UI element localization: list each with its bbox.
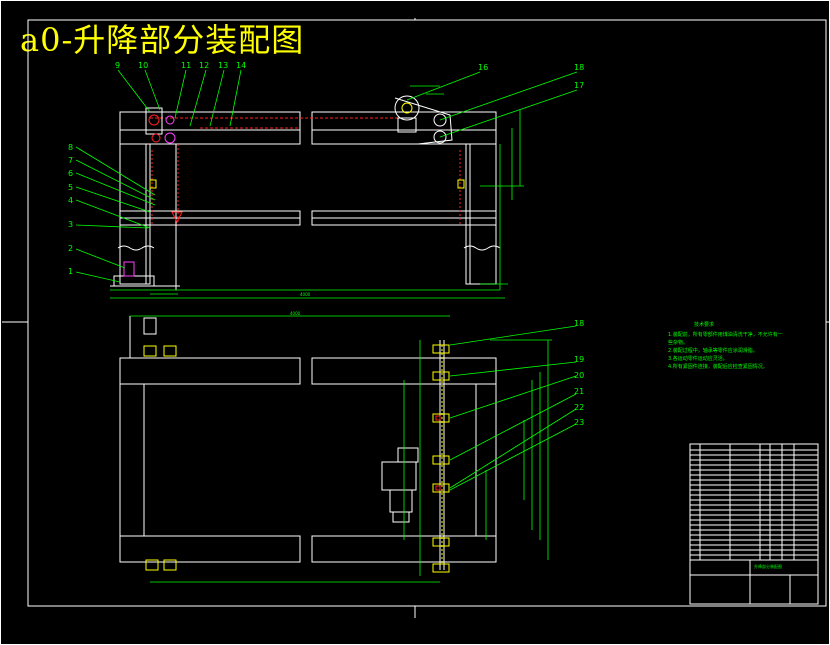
title-block-name: 升降部分装配图 bbox=[754, 563, 782, 569]
svg-text:4000: 4000 bbox=[300, 292, 311, 297]
part-labels: 8 7 6 5 4 3 2 1 9 10 11 12 13 14 16 18 1… bbox=[68, 61, 584, 427]
part-label: 4 bbox=[68, 196, 73, 205]
part-label: 10 bbox=[138, 61, 148, 70]
part-label: 18 bbox=[574, 63, 584, 72]
front-view: 4000 bbox=[110, 85, 524, 299]
part-label: 2 bbox=[68, 244, 73, 253]
note-line: 3.各运动零件运动应灵活。 bbox=[668, 355, 728, 362]
part-label: 11 bbox=[181, 61, 191, 70]
inner-border bbox=[27, 19, 827, 607]
part-label: 14 bbox=[236, 61, 246, 70]
part-label: 7 bbox=[68, 156, 73, 165]
part-label: 21 bbox=[574, 387, 584, 396]
svg-text:4000: 4000 bbox=[290, 311, 301, 316]
drawing-title: a0-升降部分装配图 bbox=[20, 21, 305, 59]
leaders-front bbox=[75, 69, 578, 283]
technical-notes: 技术要求 1.装配前，所有零部件用煤油清洗干净，不允许有一 些杂物。 2.装配过… bbox=[668, 321, 783, 370]
part-label: 17 bbox=[574, 81, 584, 90]
note-line: 2.装配过程中，轴承等零件应涂润滑脂。 bbox=[668, 347, 758, 354]
note-line: 1.装配前，所有零部件用煤油清洗干净，不允许有一 bbox=[668, 331, 783, 338]
part-label: 13 bbox=[218, 61, 228, 70]
plan-view: 4000 bbox=[119, 311, 552, 583]
part-label: 20 bbox=[574, 371, 584, 380]
part-label: 18 bbox=[574, 319, 584, 328]
part-label: 19 bbox=[574, 355, 584, 364]
part-label: 12 bbox=[199, 61, 209, 70]
part-label: 1 bbox=[68, 267, 73, 276]
part-label: 16 bbox=[478, 63, 488, 72]
part-label: 5 bbox=[68, 183, 73, 192]
part-label: 6 bbox=[68, 169, 73, 178]
note-line: 些杂物。 bbox=[668, 339, 688, 346]
title-block: 升降部分装配图 bbox=[689, 443, 819, 605]
leaders-plan bbox=[449, 325, 577, 491]
part-label: 8 bbox=[68, 143, 73, 152]
notes-heading: 技术要求 bbox=[694, 321, 714, 328]
note-line: 4.所有紧固件连接，装配后应检查紧固情况。 bbox=[668, 363, 768, 370]
part-label: 9 bbox=[115, 61, 120, 70]
part-label: 23 bbox=[574, 418, 584, 427]
part-label: 22 bbox=[574, 403, 584, 412]
part-label: 3 bbox=[68, 220, 73, 229]
